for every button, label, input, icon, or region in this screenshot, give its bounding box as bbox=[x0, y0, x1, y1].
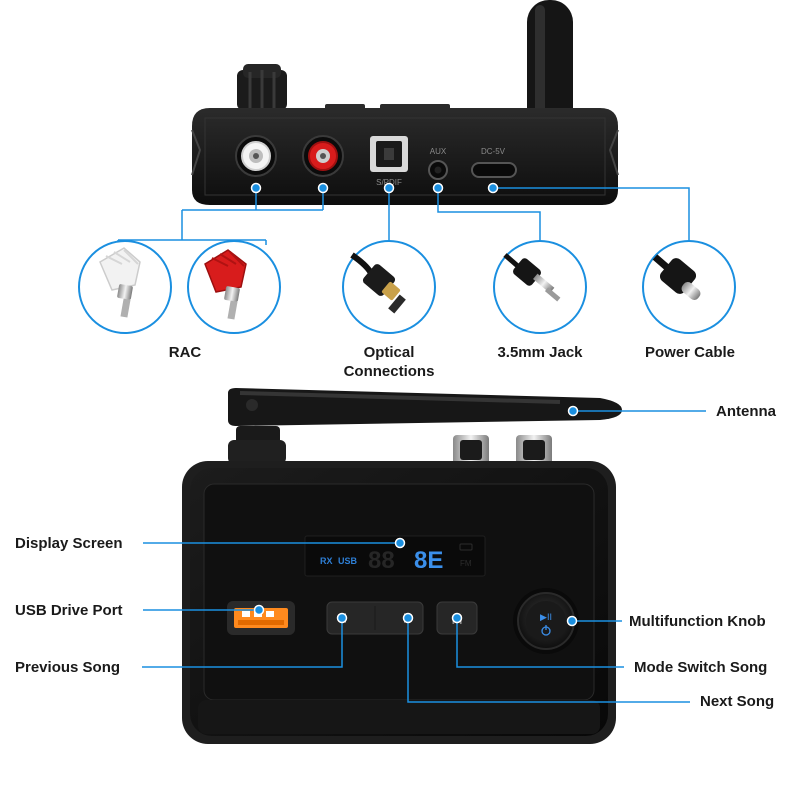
optical-toslink-plug-icon bbox=[342, 240, 436, 334]
display-digits: 8E bbox=[414, 547, 443, 574]
callout-next-song: Next Song bbox=[700, 693, 775, 710]
usb-c-plug-icon bbox=[642, 240, 736, 334]
rca-red-plug-icon bbox=[187, 240, 281, 334]
label-3-5mm-jack: 3.5mm Jack bbox=[497, 344, 583, 361]
usb-c-power-port bbox=[471, 162, 517, 178]
label-optical-line2: Connections bbox=[343, 363, 435, 380]
display-screen: RX USB 88 8E FM bbox=[304, 535, 486, 577]
spdif-port-label: S/PDIF bbox=[376, 178, 402, 187]
callout-lines bbox=[142, 410, 706, 703]
rca-red-port bbox=[302, 135, 344, 177]
callout-previous-song: Previous Song bbox=[15, 659, 121, 676]
rca-white-port bbox=[235, 135, 277, 177]
callout-usb-drive-port: USB Drive Port bbox=[15, 602, 123, 619]
multifunction-knob[interactable]: ▶II bbox=[513, 588, 579, 654]
callout-antenna: Antenna bbox=[716, 403, 776, 420]
front-device: RX USB 88 8E FM M bbox=[182, 388, 622, 744]
callout-mode-switch-song: Mode Switch Song bbox=[634, 659, 768, 676]
aux-port-label: AUX bbox=[430, 147, 447, 156]
display-usb-indicator: USB bbox=[338, 556, 358, 566]
top-volume-knob bbox=[237, 64, 287, 110]
display-rx-indicator: RX bbox=[320, 556, 333, 566]
label-optical-line1: Optical bbox=[363, 344, 415, 361]
rca-white-plug-icon bbox=[78, 240, 172, 334]
connector-leader-lines bbox=[117, 187, 690, 245]
top-device: S/PDIF AUX DC-5V bbox=[191, 0, 619, 205]
dc-port-label: DC-5V bbox=[481, 147, 506, 156]
label-rac: RAC bbox=[168, 344, 202, 361]
antenna bbox=[228, 388, 622, 464]
display-fm-indicator: FM bbox=[460, 559, 472, 568]
label-power-cable: Power Cable bbox=[644, 344, 736, 361]
play-pause-icon: ▶II bbox=[540, 612, 552, 622]
svg-text:88: 88 bbox=[368, 547, 395, 574]
callout-display-screen: Display Screen bbox=[15, 535, 123, 552]
callout-multifunction-knob: Multifunction Knob bbox=[629, 613, 766, 630]
spdif-port bbox=[370, 136, 408, 172]
audio-jack-3-5mm-icon bbox=[493, 240, 587, 334]
